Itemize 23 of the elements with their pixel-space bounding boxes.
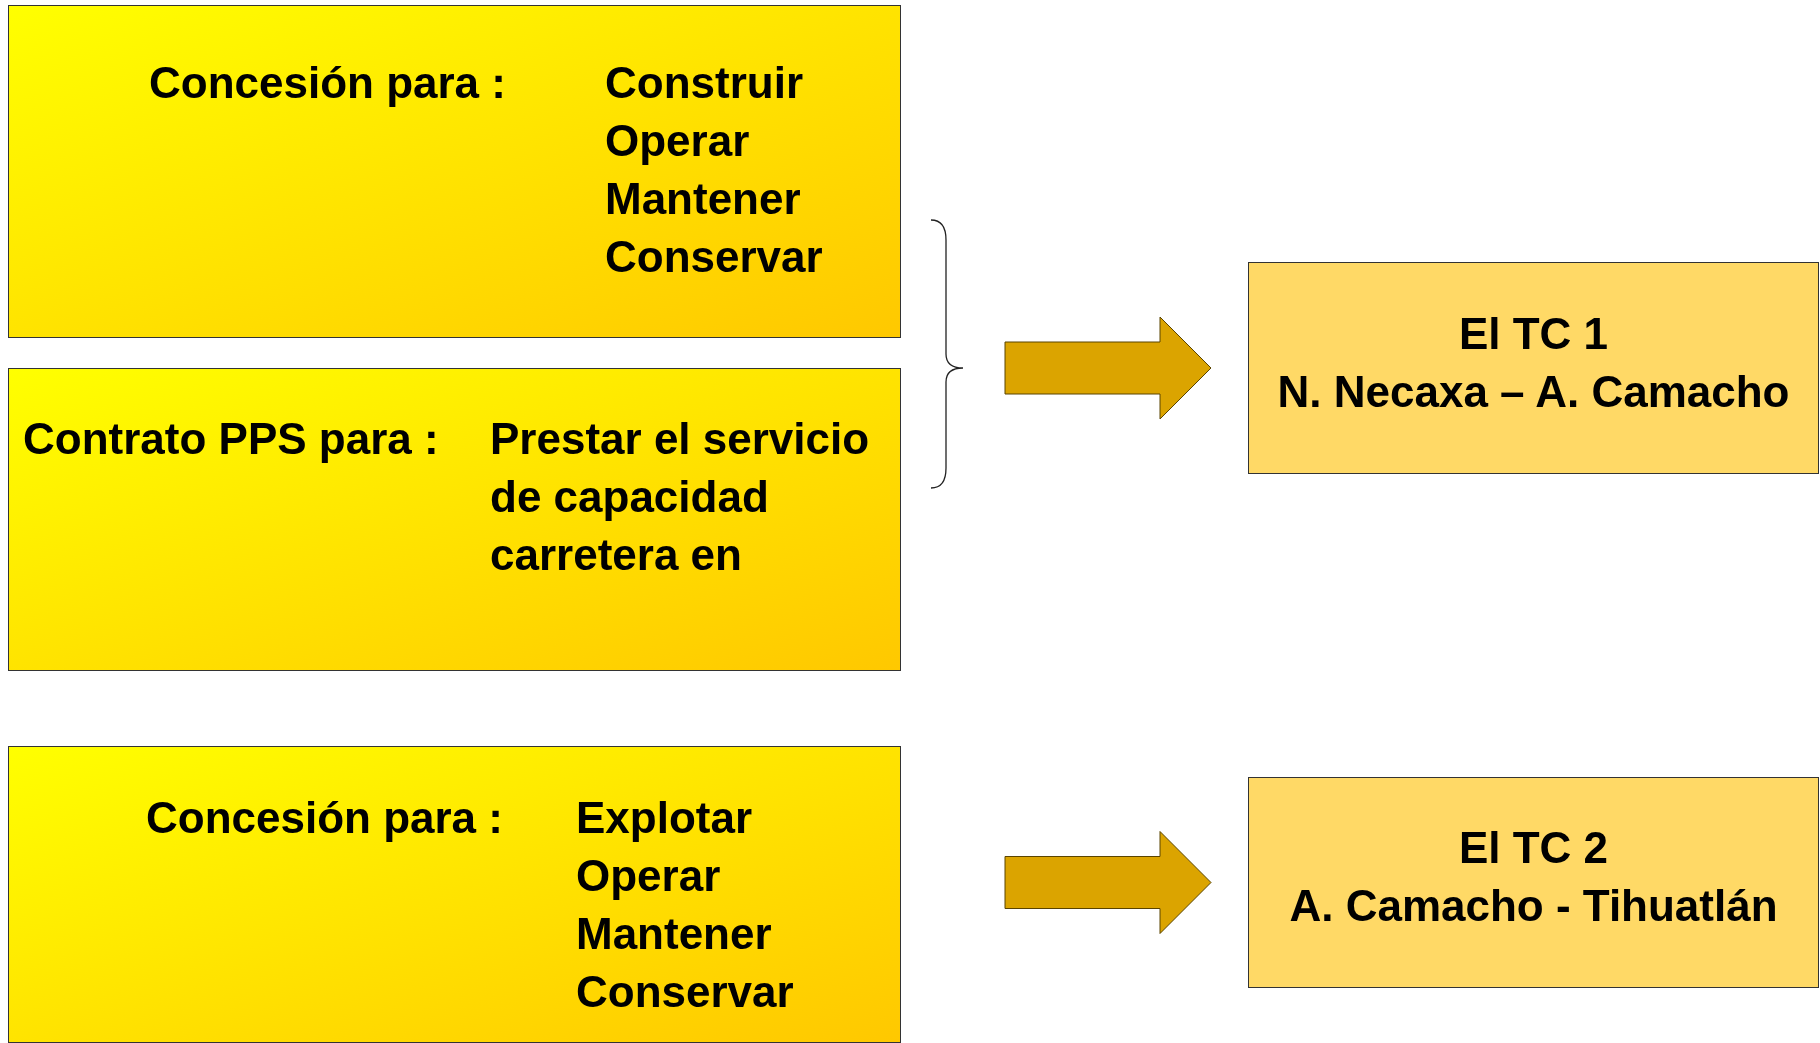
block-arrow — [1004, 316, 1212, 420]
text-box — [8, 5, 901, 338]
item-text: Operar — [605, 115, 751, 167]
heading-text: Contrato PPS para : — [23, 413, 439, 465]
route-text: A. Camacho - Tihuatlán — [1289, 880, 1778, 932]
item-text: Construir — [605, 57, 804, 109]
item-text: Prestar el servicio de capacidad carretera en — [490, 413, 871, 581]
route-text: N. Necaxa – A. Camacho — [1277, 366, 1790, 418]
item-text: Mantener — [576, 908, 773, 960]
text-box — [8, 746, 901, 1043]
heading-text: Concesión para : — [149, 57, 506, 109]
text-box — [1248, 777, 1819, 988]
item-text: Mantener — [605, 173, 802, 225]
item-text: Explotar — [576, 792, 754, 844]
item-text: Conservar — [605, 231, 824, 283]
block-arrow — [1004, 831, 1212, 934]
item-text: Operar — [576, 850, 722, 902]
heading-text: Concesión para : — [146, 792, 503, 844]
text-box — [1248, 262, 1819, 474]
title-text: El TC 1 — [1458, 308, 1609, 360]
item-text: Conservar — [576, 966, 795, 1018]
title-text: El TC 2 — [1458, 822, 1609, 874]
text-box — [8, 368, 901, 671]
